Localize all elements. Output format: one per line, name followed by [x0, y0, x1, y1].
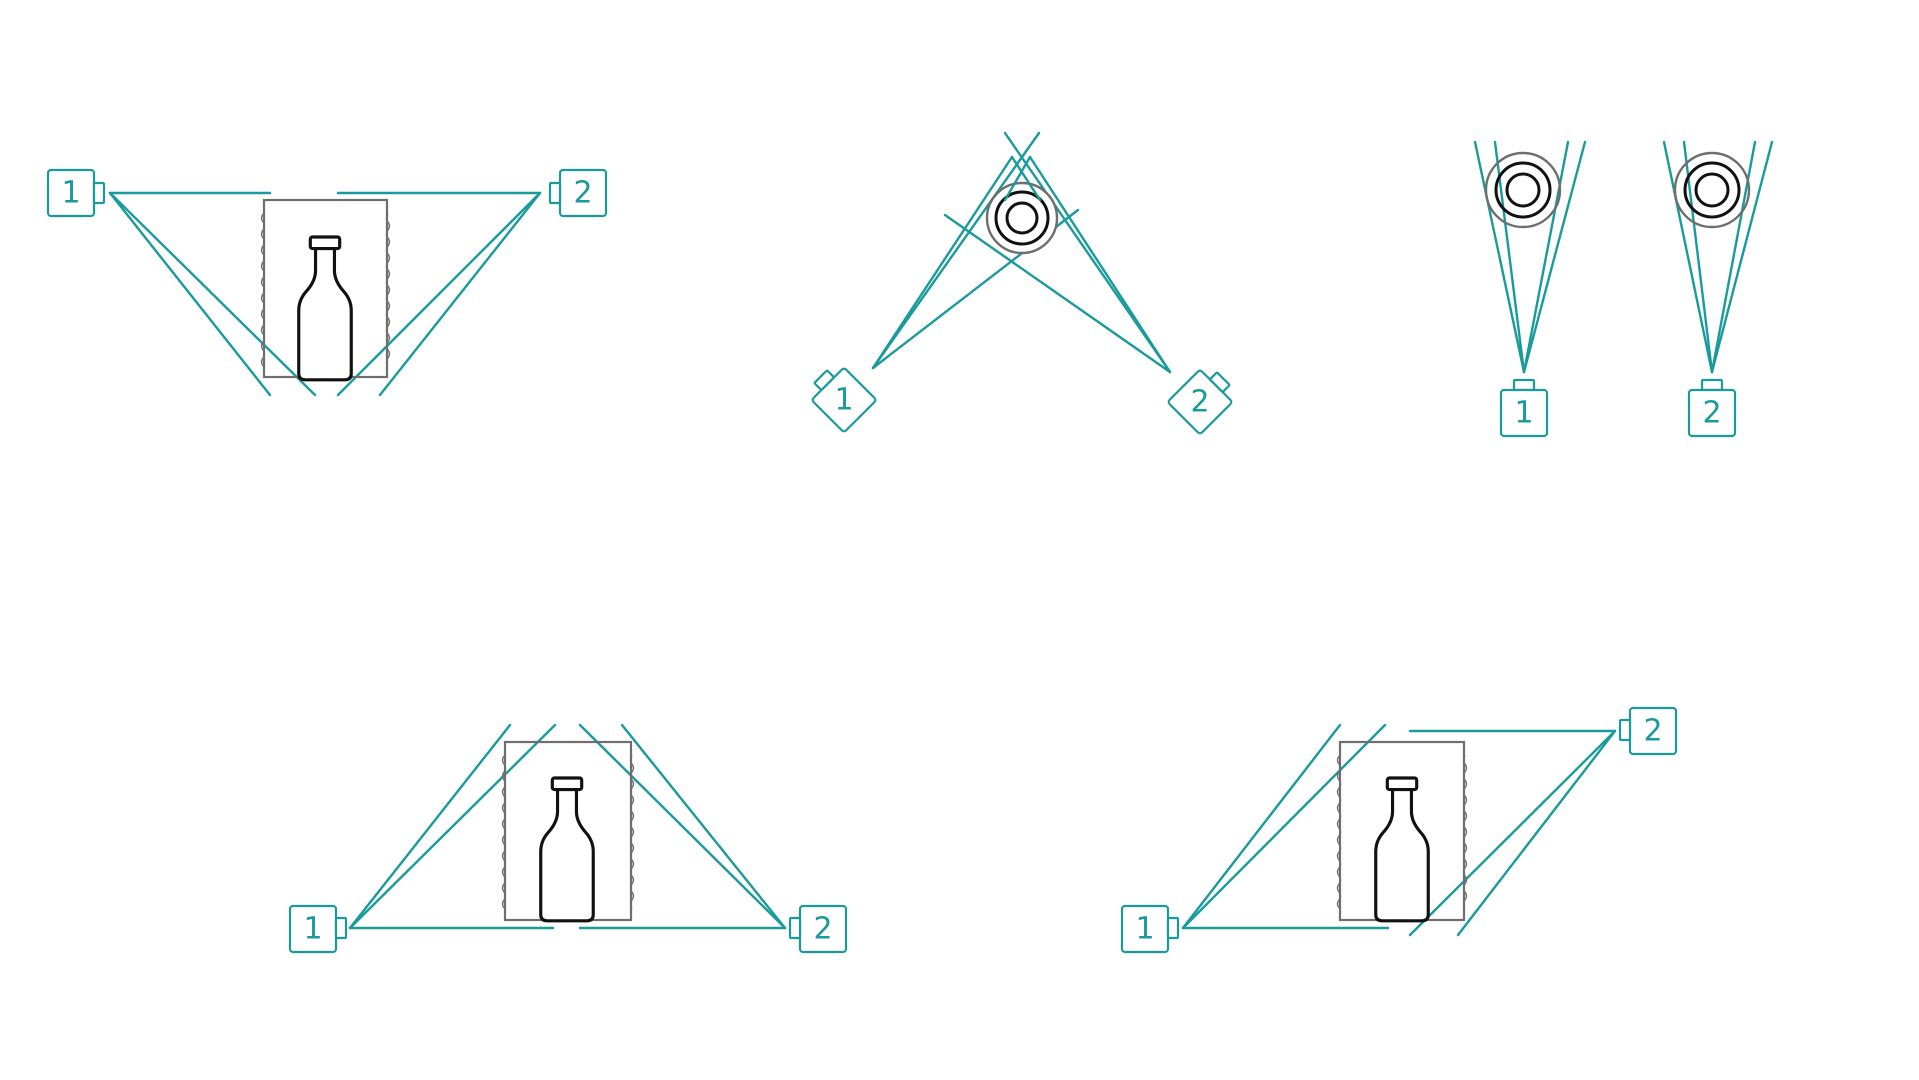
bottle-icon — [1374, 776, 1430, 923]
wavy-edge — [385, 213, 391, 367]
camera-2: 2 — [1167, 369, 1233, 435]
camera-1: 1 — [46, 168, 106, 218]
bottle-top-inner-ring — [1005, 201, 1039, 235]
bottle-top-inner-ring — [1505, 172, 1541, 208]
wavy-edge — [260, 213, 266, 367]
camera-2: 2 — [1618, 706, 1678, 756]
bottle-top-outline — [1484, 151, 1562, 229]
camera-label: 2 — [1190, 385, 1209, 420]
wavy-edge — [501, 755, 507, 909]
field-of-view-rays — [1181, 723, 1617, 937]
bottle-icon — [297, 235, 353, 382]
camera-1: 1 — [1120, 904, 1180, 954]
diagram-top-parallel: 1 2 — [1473, 140, 1774, 438]
camera-1: 1 — [288, 904, 348, 954]
field-of-view-rays — [108, 191, 542, 397]
diagram-side-diagonal: 1 2 — [1120, 706, 1678, 954]
camera-label: 1 — [834, 383, 853, 418]
camera-label: 2 — [1702, 396, 1721, 431]
field-of-view-rays — [348, 723, 787, 930]
camera-label: 2 — [1643, 714, 1662, 749]
diagram-top-angled: 1 2 — [811, 131, 1233, 435]
camera-1: 1 — [1499, 378, 1549, 438]
wavy-edge — [1462, 755, 1468, 909]
camera-label: 2 — [813, 912, 832, 947]
diagram-side-opposite: 1 2 — [46, 168, 608, 397]
camera-label: 1 — [61, 176, 80, 211]
camera-2: 2 — [788, 904, 848, 954]
wavy-edge — [1336, 755, 1342, 909]
bottle-top-outer-ring — [994, 190, 1050, 246]
camera-label: 1 — [1135, 912, 1154, 947]
camera-2: 2 — [548, 168, 608, 218]
diagram-side-below: 1 2 — [288, 723, 848, 954]
bottle-top-outline — [1673, 151, 1751, 229]
bottle-top-outer-ring — [1494, 161, 1552, 219]
bottle-icon — [539, 776, 595, 923]
camera-label: 1 — [303, 912, 322, 947]
wavy-edge — [629, 755, 635, 909]
bottle-top-outer-ring — [1683, 161, 1741, 219]
bottle-top-inner-ring — [1694, 172, 1730, 208]
camera-1: 1 — [811, 367, 877, 433]
camera-2: 2 — [1687, 378, 1737, 438]
camera-label: 2 — [573, 176, 592, 211]
camera-label: 1 — [1514, 396, 1533, 431]
field-of-view-rays — [871, 131, 1172, 374]
